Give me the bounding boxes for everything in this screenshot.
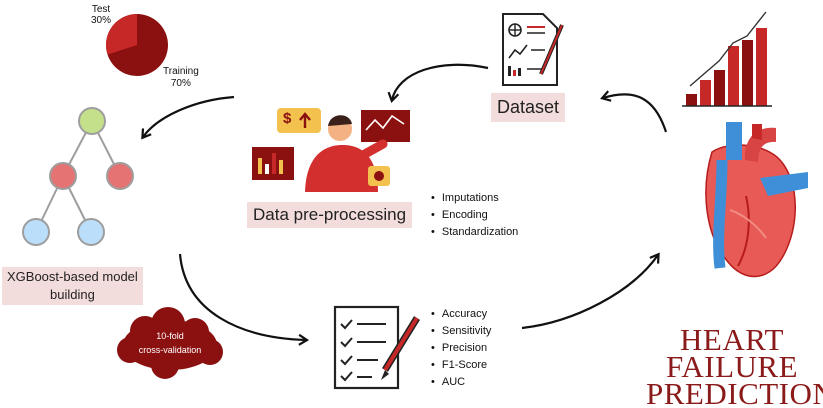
analyst-illustration-icon xyxy=(252,108,410,192)
model-building-label: XGBoost-based model building xyxy=(2,267,143,305)
decision-tree-icon xyxy=(22,107,134,246)
preprocessing-steps-list: Imputations Encoding Standardization xyxy=(431,190,518,241)
title-line-2: FAILURE xyxy=(665,349,799,384)
pie-test-percent: 30% xyxy=(91,15,112,26)
title-line-3: PREDICTION xyxy=(646,376,823,408)
model-building-line1: XGBoost-based model xyxy=(7,269,138,284)
train-test-pie-chart xyxy=(106,14,168,76)
list-item: Encoding xyxy=(431,207,518,224)
pie-training-percent: 70% xyxy=(170,78,191,89)
cross-validation-line2: cross-validation xyxy=(138,345,202,355)
list-item: Precision xyxy=(431,340,491,357)
pie-test-label: Test 30% xyxy=(91,4,111,26)
arrow-dataset-to-preprocessing xyxy=(387,63,489,104)
evaluation-metrics-list: Accuracy Sensitivity Precision F1-Score … xyxy=(431,306,492,391)
dataset-label: Dataset xyxy=(491,93,566,122)
list-item: Accuracy xyxy=(431,306,491,323)
dataset-document-icon xyxy=(502,13,564,86)
growth-bar-chart-icon xyxy=(682,11,772,107)
cross-validation-label: 10-fold cross-validation xyxy=(124,329,216,357)
pie-training-label: Training 70% xyxy=(163,66,199,90)
list-item: Sensitivity xyxy=(431,323,492,340)
arrow-model-to-evaluation xyxy=(178,253,310,346)
title-line-1: HEART xyxy=(680,322,784,357)
arrow-prediction-to-dataset xyxy=(600,90,668,133)
model-building-line2: building xyxy=(49,287,95,302)
pie-training-name: Training xyxy=(163,66,199,77)
list-item: Imputations xyxy=(431,190,518,207)
dollar-icon: $ xyxy=(283,110,292,127)
pie-slice-test xyxy=(106,14,137,55)
preprocessing-label: Data pre-processing xyxy=(247,202,413,228)
heart-icon xyxy=(705,122,808,278)
cross-validation-cloud xyxy=(117,307,223,379)
arrow-preprocessing-to-model xyxy=(141,95,235,140)
list-item: Standardization xyxy=(431,224,518,241)
cross-validation-line1: 10-fold xyxy=(156,331,184,341)
arrow-evaluation-to-prediction xyxy=(521,252,660,330)
heart-failure-prediction-title: HEART FAILURE PREDICTION xyxy=(646,322,823,408)
list-item: F1-Score xyxy=(431,357,491,374)
pie-test-name: Test xyxy=(91,4,111,15)
evaluation-checklist-icon xyxy=(333,305,420,390)
list-item: AUC xyxy=(431,374,491,391)
